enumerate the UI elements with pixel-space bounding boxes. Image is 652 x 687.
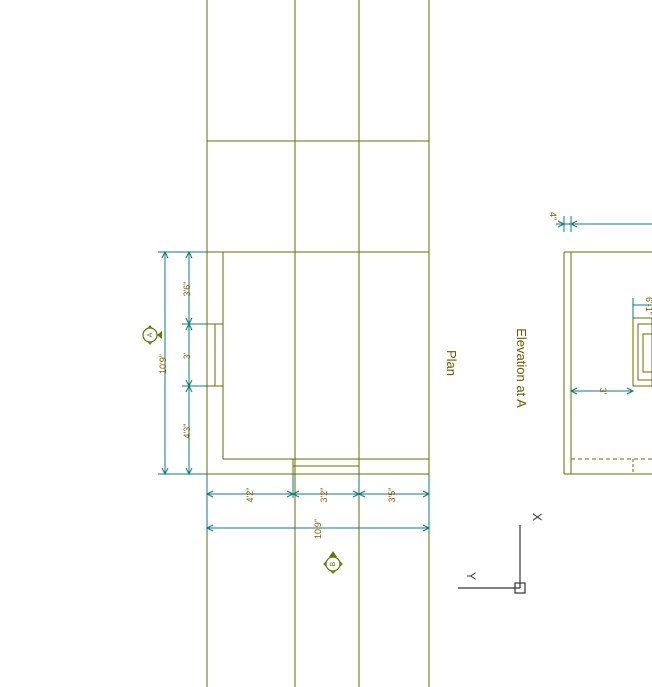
- elev-dim-mid-text: 3': [598, 388, 608, 395]
- section-marker-b[interactable]: B: [323, 551, 343, 574]
- dim-left-bottom-text: 4'3": [182, 424, 192, 439]
- view-label-elevation: Elevation at A: [514, 328, 529, 408]
- plan-grid: [206, 0, 430, 687]
- dim-bottom-right-text: 3'5": [387, 488, 397, 503]
- dimension-left: 10'9" 3'6" 3' 4'3": [158, 250, 207, 476]
- section-b-arrow-icon: [329, 551, 337, 557]
- ucs-x-label: X: [530, 513, 544, 521]
- dim-left-mid-text: 3': [182, 352, 192, 359]
- dimension-bottom: 4'2" 3'2" 3'5" 10'9": [205, 474, 431, 539]
- section-a-letter: A: [147, 332, 154, 337]
- section-b-letter: B: [330, 561, 337, 566]
- plan-room: [206, 252, 429, 474]
- section-marker-a[interactable]: A: [142, 325, 162, 345]
- elev-dim-small-text: 6'-1": [644, 297, 652, 315]
- ucs-y-label: Y: [464, 572, 478, 580]
- view-label-plan: Plan: [444, 350, 459, 376]
- dim-left-top-text: 3'6": [182, 282, 192, 297]
- dim-bottom-mid-text: 3'2": [319, 488, 329, 503]
- elevation-view: 4" 3' 6'-1": [548, 212, 652, 475]
- dim-bottom-total-text: 10'9": [313, 519, 323, 539]
- dim-bottom-left-text: 4'2": [245, 488, 255, 503]
- elev-dim-top-text: 4": [548, 212, 558, 220]
- ucs-origin-box: [514, 582, 526, 594]
- section-a-arrow-icon: [157, 331, 162, 339]
- ucs-icon[interactable]: X Y: [458, 513, 544, 594]
- dim-left-total-text: 10'9": [158, 354, 168, 374]
